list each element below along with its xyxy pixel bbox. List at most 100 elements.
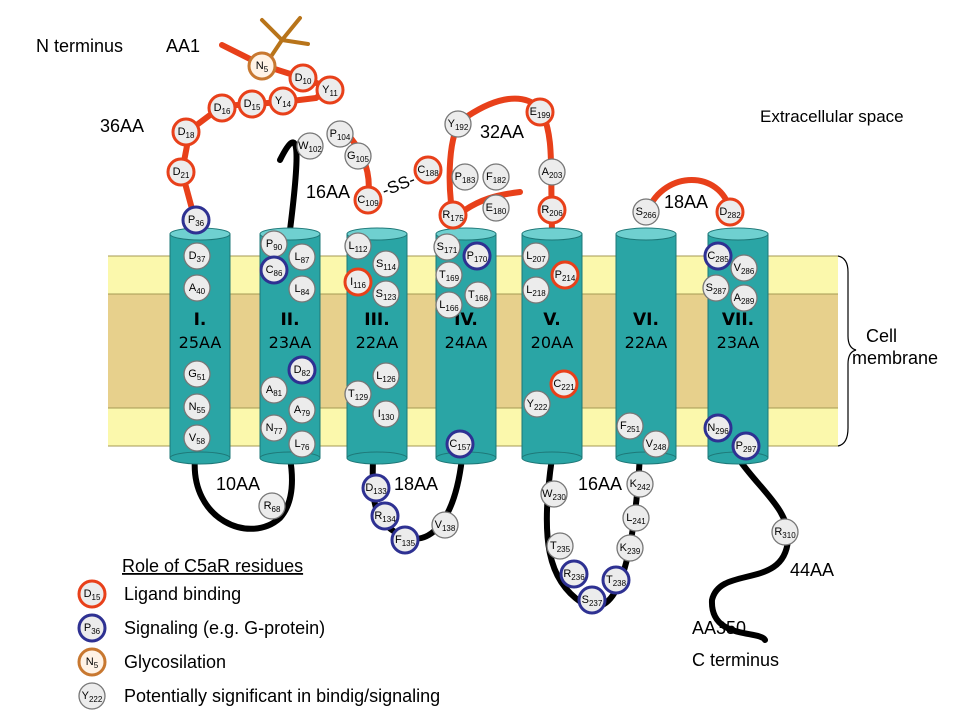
n-terminus-label: N terminus xyxy=(36,36,123,56)
residue-F182: F182 xyxy=(482,163,510,191)
residue-C188-label: C188 xyxy=(417,164,439,178)
residue-P183: P183 xyxy=(451,163,479,191)
helix-7-length: 23AA xyxy=(717,333,760,352)
residue-T238-label: T238 xyxy=(606,574,627,588)
residue-R68: R68 xyxy=(258,492,286,520)
legend-signal-label: Signaling (e.g. G-protein) xyxy=(124,618,325,638)
residue-N5: N5 xyxy=(247,51,277,81)
residue-D16-label: D16 xyxy=(214,102,231,116)
residue-K242: K242 xyxy=(626,470,654,498)
residue-W230: W230 xyxy=(540,480,568,508)
legend-glyco-icon-label: N5 xyxy=(86,656,99,670)
glycosylation-icon xyxy=(260,16,310,60)
residue-S123: S123 xyxy=(372,280,400,308)
residue-I116-label: I116 xyxy=(350,276,366,290)
residue-F135-label: F135 xyxy=(395,534,416,548)
residue-C157-label: C157 xyxy=(449,438,471,452)
helix-4-length: 24AA xyxy=(445,333,488,352)
residue-R175: R175 xyxy=(438,200,468,230)
loop-18aa-extracellular-label: 18AA xyxy=(664,192,708,212)
loop-18aa-intracellular-label: 18AA xyxy=(394,474,438,494)
residue-Y222-label: Y222 xyxy=(527,398,548,412)
residue-A289: A289 xyxy=(730,284,758,312)
residue-R175-label: R175 xyxy=(442,209,464,223)
residue-P214: P214 xyxy=(550,260,580,290)
cell-label: Cell xyxy=(866,326,897,346)
residue-C109-label: C109 xyxy=(357,194,379,208)
helix-3-number: III. xyxy=(364,310,389,330)
residue-D282: D282 xyxy=(715,197,745,227)
residue-T169: T169 xyxy=(435,261,463,289)
residue-A40-label: A40 xyxy=(189,282,206,296)
residue-A203: A203 xyxy=(538,158,566,186)
residue-P183-label: P183 xyxy=(455,171,476,185)
residue-E199: E199 xyxy=(525,97,555,127)
residue-C285-label: C285 xyxy=(707,250,729,264)
residue-S287-label: S287 xyxy=(706,282,727,296)
residue-F251: F251 xyxy=(616,412,644,440)
legend-glyco-icon: N5 xyxy=(77,647,107,677)
residue-C221-label: C221 xyxy=(553,378,575,392)
residue-L241-label: L241 xyxy=(626,512,646,526)
aa350-label: AA350 xyxy=(692,618,746,638)
residue-C109: C109 xyxy=(353,185,383,215)
residue-group: N5D10Y11Y14D15D16D18D21P36D37A40G51N55V5… xyxy=(166,51,799,615)
residue-G105: G105 xyxy=(344,142,372,170)
aa1-label: AA1 xyxy=(166,36,200,56)
helix-6-length: 22AA xyxy=(625,333,668,352)
residue-I116: I116 xyxy=(343,267,373,297)
residue-K239-label: K239 xyxy=(620,542,641,556)
legend-ligand-label: Ligand binding xyxy=(124,584,241,604)
residue-T168-label: T168 xyxy=(468,289,489,303)
residue-N55-label: N55 xyxy=(189,401,206,415)
residue-T238: T238 xyxy=(601,565,631,595)
residue-N296: N296 xyxy=(703,413,733,443)
helix-1-number: I. xyxy=(194,310,207,330)
residue-C86-label: C86 xyxy=(266,264,283,278)
disulfide-bond-label: -SS- xyxy=(379,170,418,200)
residue-L166-label: L166 xyxy=(439,299,459,313)
residue-L76: L76 xyxy=(288,430,316,458)
residue-Y192: Y192 xyxy=(444,110,472,138)
residue-N55: N55 xyxy=(183,393,211,421)
helix-5-length: 20AA xyxy=(531,333,574,352)
legend-signal-icon-label: P36 xyxy=(84,622,101,636)
residue-T168: T168 xyxy=(464,281,492,309)
residue-G51: G51 xyxy=(183,360,211,388)
residue-Y14: Y14 xyxy=(268,86,298,116)
residue-S171-label: S171 xyxy=(437,241,458,255)
residue-D16: D16 xyxy=(207,93,237,123)
residue-L218-label: L218 xyxy=(526,284,546,298)
residue-W102-label: W102 xyxy=(298,140,322,154)
helix-6-number: VI. xyxy=(633,310,659,330)
residue-D10-label: D10 xyxy=(295,72,312,86)
residue-A40: A40 xyxy=(183,274,211,302)
residue-L207-label: L207 xyxy=(526,250,546,264)
residue-D82: D82 xyxy=(287,355,317,385)
residue-D37: D37 xyxy=(183,242,211,270)
residue-P36-label: P36 xyxy=(188,214,205,228)
residue-V138-label: V138 xyxy=(435,519,456,533)
residue-D15-label: D15 xyxy=(244,98,261,112)
residue-P104: P104 xyxy=(326,120,354,148)
residue-S266: S266 xyxy=(632,198,660,226)
residue-R134: R134 xyxy=(370,501,400,531)
residue-E180-label: E180 xyxy=(486,202,507,216)
residue-R134-label: R134 xyxy=(374,510,396,524)
legend-potential-icon: Y222 xyxy=(78,682,106,710)
residue-V286: V286 xyxy=(730,254,758,282)
residue-D82-label: D82 xyxy=(294,364,311,378)
loop-44aa-label: 44AA xyxy=(790,560,834,580)
loop-32aa-label: 32AA xyxy=(480,122,524,142)
residue-I130: I130 xyxy=(372,400,400,428)
helix-7-number: VII. xyxy=(722,310,754,330)
residue-A203-label: A203 xyxy=(542,166,563,180)
residue-P36: P36 xyxy=(181,205,211,235)
residue-Y192-label: Y192 xyxy=(448,118,469,132)
residue-D10: D10 xyxy=(288,63,318,93)
residue-V58: V58 xyxy=(183,424,211,452)
legend-potential-label: Potentially significant in bindig/signal… xyxy=(124,686,440,706)
residue-C221: C221 xyxy=(549,369,579,399)
residue-S287: S287 xyxy=(702,274,730,302)
residue-T129-label: T129 xyxy=(348,388,369,402)
